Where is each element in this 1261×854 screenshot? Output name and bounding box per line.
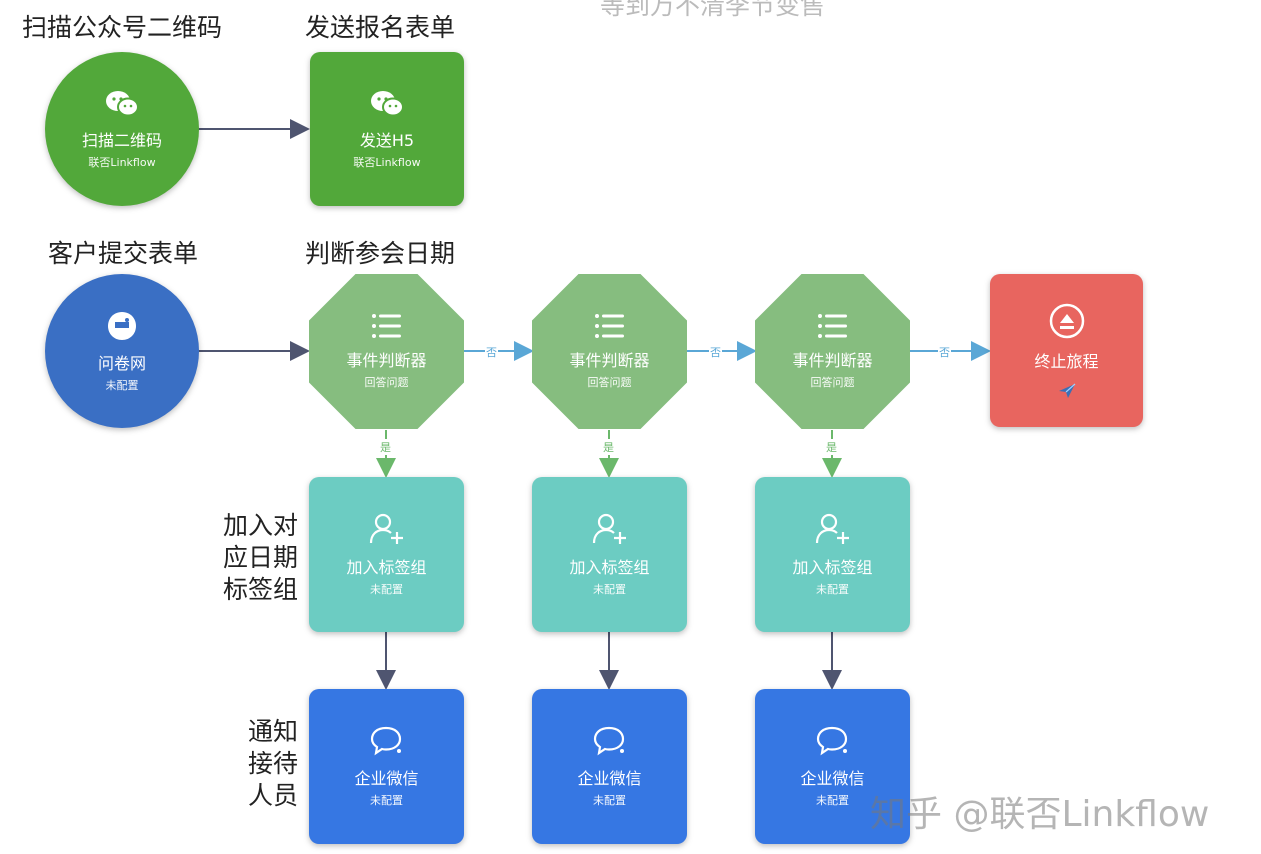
add-user-icon — [369, 513, 403, 544]
node-wecom-1[interactable]: 企业微信 未配置 — [309, 689, 464, 844]
list-icon — [817, 314, 847, 338]
node-title: 企业微信 — [577, 769, 642, 788]
node-questionnaire[interactable]: 问卷网 未配置 — [45, 274, 199, 428]
node-subtitle: 未配置 — [593, 583, 626, 596]
list-icon — [594, 314, 624, 338]
edge-label-no-1: 否 — [485, 344, 498, 360]
node-subtitle: 未配置 — [105, 378, 139, 392]
edge-label-yes-3: 是 — [825, 439, 838, 455]
cropped-top-text: 等到万不清李节变售 — [600, 0, 826, 20]
chat-bubble-icon — [370, 726, 401, 756]
list-icon — [371, 314, 401, 338]
node-subtitle: 未配置 — [816, 794, 849, 807]
node-subtitle: 联否Linkflow — [353, 155, 421, 169]
node-title: 加入标签组 — [346, 558, 427, 577]
node-title: 发送H5 — [359, 130, 415, 150]
label-send-form: 发送报名表单 — [305, 13, 456, 42]
node-subtitle: 回答问题 — [810, 376, 855, 389]
label-scan-qr: 扫描公众号二维码 — [22, 13, 223, 42]
node-send-h5[interactable]: 发送H5 联否Linkflow — [310, 52, 464, 206]
node-subtitle: 未配置 — [370, 794, 403, 807]
label-notify: 通知 接待 人员 — [212, 716, 298, 812]
node-end-journey[interactable]: 终止旅程 — [990, 274, 1143, 427]
node-subtitle: 联否Linkflow — [88, 155, 156, 169]
label-join-group-line: 标签组 — [222, 575, 298, 604]
label-notify-line: 人员 — [247, 781, 298, 810]
node-add-tag-group-1[interactable]: 加入标签组 未配置 — [309, 477, 464, 632]
edge-label-yes-2: 是 — [602, 439, 615, 455]
questionnaire-icon — [108, 311, 136, 340]
wechat-icon — [371, 90, 404, 116]
label-submit-form: 客户提交表单 — [48, 239, 199, 268]
node-event-judge-1[interactable]: 事件判断器 回答问题 — [309, 274, 464, 429]
node-title: 加入标签组 — [569, 558, 650, 577]
chat-bubble-icon — [816, 726, 847, 756]
edge-label-no-2: 否 — [709, 344, 722, 360]
label-join-group-line: 加入对 — [222, 511, 298, 540]
node-event-judge-3[interactable]: 事件判断器 回答问题 — [755, 274, 910, 429]
node-title: 加入标签组 — [792, 558, 873, 577]
node-title: 事件判断器 — [792, 351, 873, 370]
node-event-judge-2[interactable]: 事件判断器 回答问题 — [532, 274, 687, 429]
node-title: 问卷网 — [97, 353, 146, 373]
plane-icon — [1058, 383, 1075, 398]
node-subtitle: 回答问题 — [364, 376, 409, 389]
label-notify-line: 接待 — [247, 749, 298, 778]
node-subtitle: 未配置 — [593, 794, 626, 807]
label-join-group: 加入对 应日期 标签组 — [212, 510, 298, 606]
node-add-tag-group-3[interactable]: 加入标签组 未配置 — [755, 477, 910, 632]
wechat-icon — [106, 90, 139, 116]
label-judge-date: 判断参会日期 — [305, 239, 456, 268]
node-title: 扫描二维码 — [81, 130, 162, 150]
node-title: 企业微信 — [800, 769, 865, 788]
eject-icon — [1049, 303, 1084, 338]
node-subtitle: 未配置 — [816, 583, 849, 596]
node-title: 事件判断器 — [346, 351, 427, 370]
edge-label-no-3: 否 — [938, 344, 951, 360]
label-notify-line: 通知 — [247, 717, 298, 746]
label-join-group-line: 应日期 — [222, 543, 298, 572]
watermark: 知乎 @联否Linkflow — [870, 794, 1210, 835]
node-wecom-3[interactable]: 企业微信 未配置 — [755, 689, 910, 844]
node-add-tag-group-2[interactable]: 加入标签组 未配置 — [532, 477, 687, 632]
node-title: 终止旅程 — [1034, 351, 1099, 371]
chat-bubble-icon — [593, 726, 624, 756]
add-user-icon — [592, 513, 626, 544]
node-title: 企业微信 — [354, 769, 419, 788]
add-user-icon — [815, 513, 849, 544]
node-scan-qr[interactable]: 扫描二维码 联否Linkflow — [45, 52, 199, 206]
node-wecom-2[interactable]: 企业微信 未配置 — [532, 689, 687, 844]
node-title: 事件判断器 — [569, 351, 650, 370]
node-subtitle: 回答问题 — [587, 376, 632, 389]
edge-label-yes-1: 是 — [379, 439, 392, 455]
node-subtitle: 未配置 — [370, 583, 403, 596]
